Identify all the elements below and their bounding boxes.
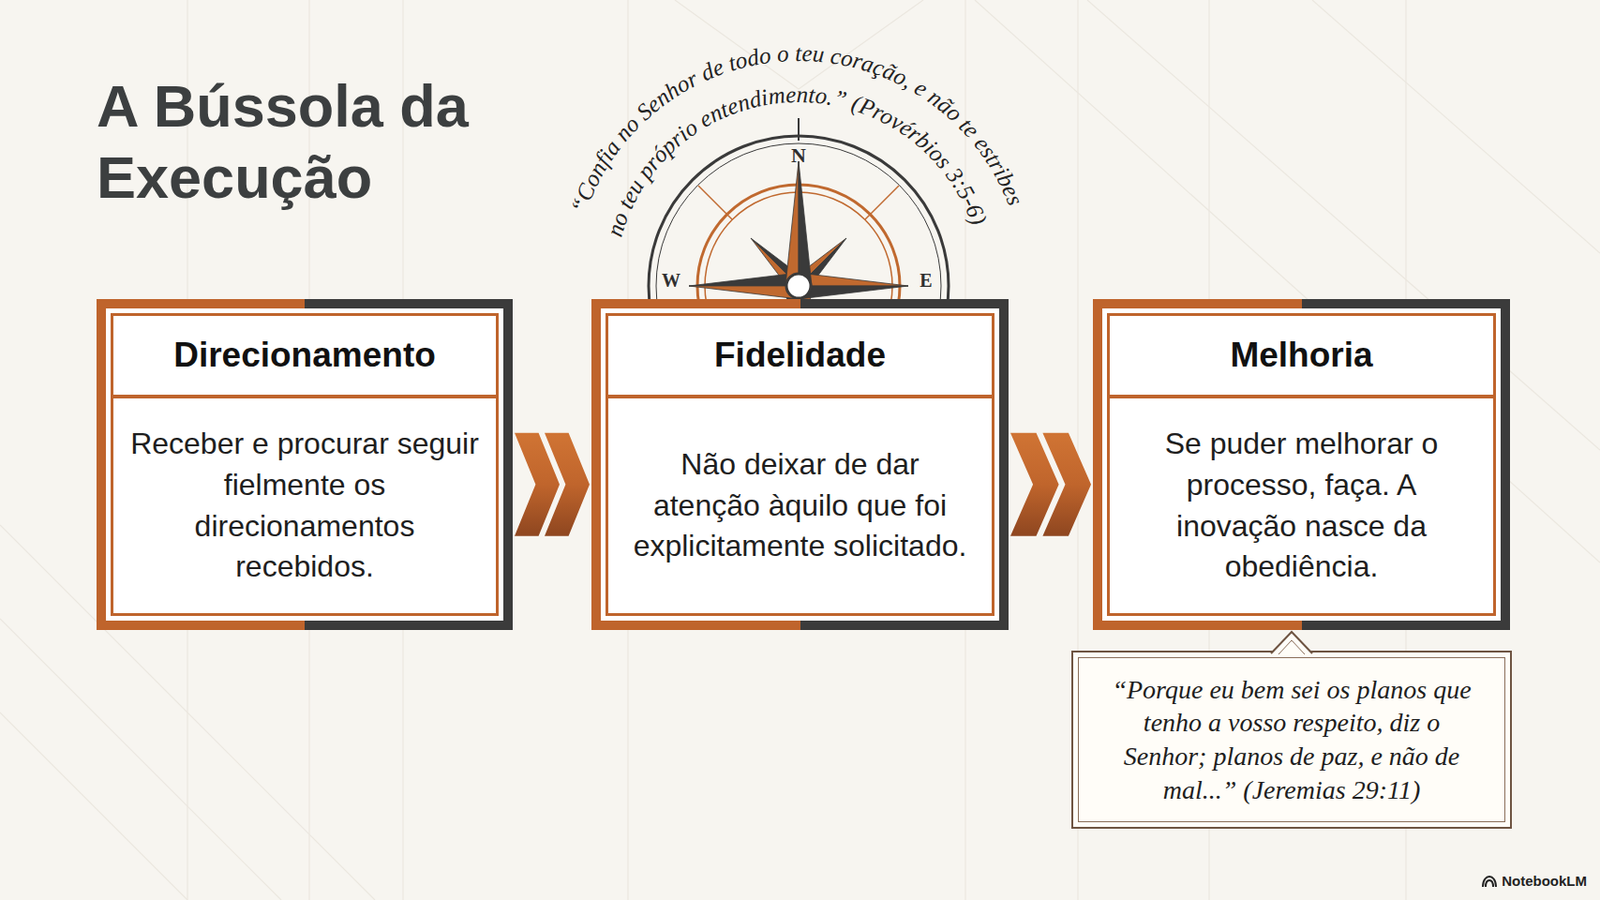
process-box: DirecionamentoReceber e procurar seguir … (96, 299, 513, 630)
title: A Bússola da Execução (96, 71, 547, 213)
frame-strip (1301, 299, 1511, 309)
scripture-quote: “Porque eu bem sei os planos que tenho a… (1078, 663, 1505, 816)
step-description: Receber e procurar seguir fielmente os d… (113, 398, 496, 614)
inner-frame: MelhoriaSe puder melhorar o processo, fa… (1106, 313, 1496, 616)
frame-strip (304, 620, 513, 630)
process-box: FidelidadeNão deixar de dar atenção àqui… (591, 299, 1009, 630)
step-heading: Melhoria (1109, 315, 1494, 399)
frame-strip (304, 299, 513, 309)
compass-direction: N (791, 145, 807, 166)
compass-direction: E (919, 270, 932, 290)
frame-strip (1301, 620, 1511, 630)
watermark: NotebookLM (1501, 872, 1587, 889)
inner-frame: FidelidadeNão deixar de dar atenção àqui… (605, 313, 995, 616)
inner-frame: DirecionamentoReceber e procurar seguir … (110, 313, 499, 616)
callout-inner-frame: “Porque eu bem sei os planos que tenho a… (1077, 657, 1506, 823)
brand-mark: NotebookLM (1481, 872, 1587, 889)
step-description: Se puder melhorar o processo, faça. A in… (1109, 398, 1494, 614)
flow-chevron (514, 433, 590, 537)
step-heading: Direcionamento (113, 315, 496, 399)
process-box: MelhoriaSe puder melhorar o processo, fa… (1092, 299, 1511, 630)
frame-strip (800, 299, 1010, 309)
compass-direction: W (661, 270, 681, 290)
step-description: Não deixar de dar atenção àquilo que foi… (608, 398, 992, 614)
scripture-arc-quote: “Confia no Senhor de todo o teu coração,… (566, 40, 1032, 240)
step-heading: Fidelidade (608, 315, 992, 399)
callout-pointer (1271, 629, 1313, 655)
flow-chevron (1010, 433, 1092, 537)
callout-box: “Porque eu bem sei os planos que tenho a… (1071, 650, 1512, 829)
frame-strip (800, 620, 1010, 630)
brand-icon (1481, 874, 1497, 888)
